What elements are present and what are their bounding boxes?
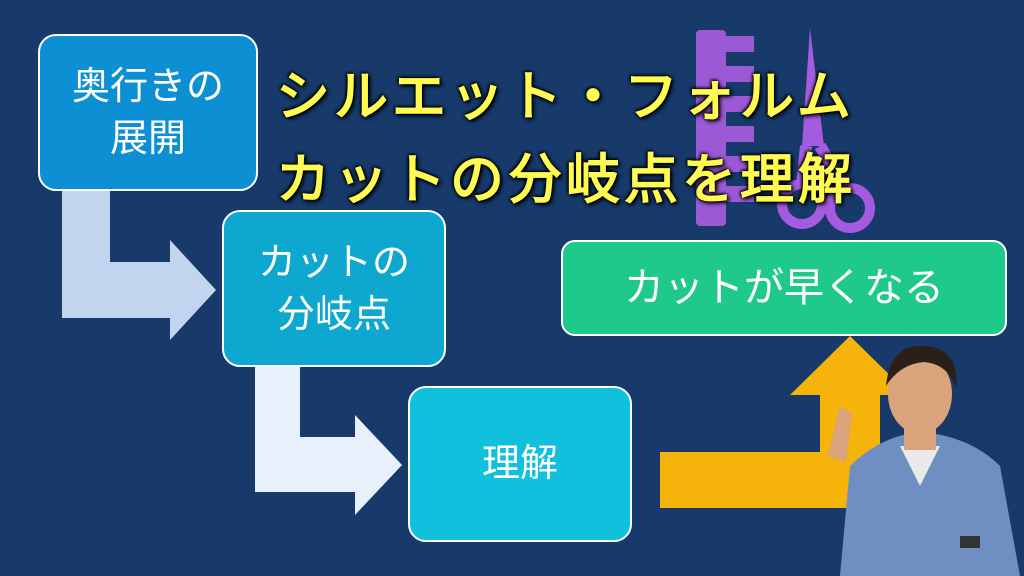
- result-label: カットが早くなる: [624, 265, 944, 311]
- arrow-1-icon: [62, 191, 216, 340]
- step-box-understanding: 理解: [408, 386, 632, 542]
- arrow-3-icon: [660, 336, 910, 508]
- step-box-branch-point: カットの 分岐点: [222, 210, 446, 367]
- comb-scissors-icon: [696, 28, 875, 233]
- presenter-photo: [828, 345, 1020, 576]
- step-label: 奥行きの 展開: [71, 64, 224, 160]
- step-box-depth: 奥行きの 展開: [38, 34, 258, 191]
- step-label: 理解: [481, 441, 558, 486]
- arrow-2-icon: [255, 367, 402, 515]
- title-line-2: カットの分岐点を理解: [276, 148, 856, 211]
- title-line-1: シルエット・フォルム: [276, 65, 855, 128]
- result-box-faster-cut: カットが早くなる: [561, 240, 1007, 336]
- step-label: カットの 分岐点: [257, 240, 410, 336]
